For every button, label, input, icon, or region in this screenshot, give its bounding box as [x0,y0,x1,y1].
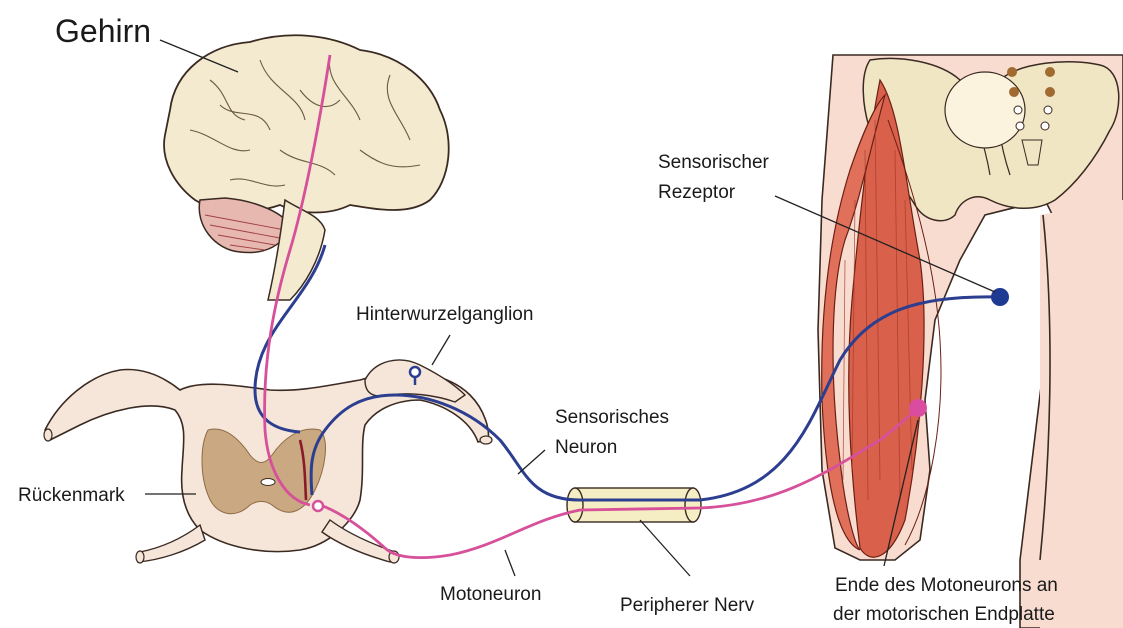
label-motor-neuron: Motoneuron [440,584,541,605]
central-canal [261,479,275,486]
motor-endplate-dot [909,399,927,417]
label-endplate-line1: Ende des Motoneurons an [835,575,1058,596]
right-leg [1040,200,1123,628]
label-dorsal-root-ganglion: Hinterwurzelganglion [356,304,533,325]
label-sensory-neuron-line2: Neuron [555,437,617,458]
label-endplate-line2: der motorischen Endplatte [833,604,1055,625]
label-sensory-neuron-line1: Sensorisches [555,407,669,428]
label-sensory-receptor-line2: Rezeptor [658,182,736,203]
peripheral-nerve-cylinder [567,488,701,522]
ganglion-cell-body [410,367,420,377]
motor-cell-body [313,501,323,511]
brain-illustration [164,35,449,300]
label-brain: Gehirn [55,13,151,49]
label-spinal-cord: Rückenmark [18,485,125,506]
spinal-cord-cross-section [44,360,492,563]
leg-pelvis-illustration [818,55,1123,628]
label-peripheral-nerve: Peripherer Nerv [620,595,755,616]
sensory-receptor-dot [991,288,1009,306]
label-sensory-receptor-line1: Sensorischer [658,152,770,173]
